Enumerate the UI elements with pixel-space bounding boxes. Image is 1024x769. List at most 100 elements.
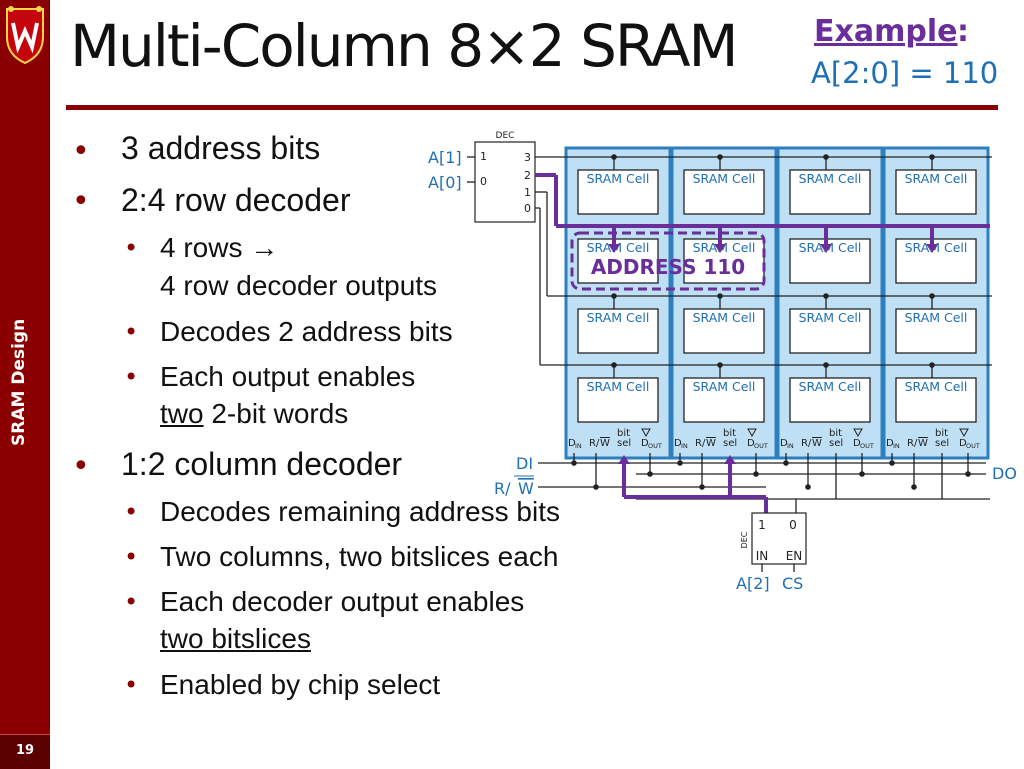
column-dout-label: D <box>641 438 649 449</box>
tristate-triangle <box>641 428 651 438</box>
sram-cell <box>789 169 871 215</box>
column-din-label: D <box>780 438 788 449</box>
column-din-sub: IN <box>681 442 688 450</box>
column-dout-sub: OUT <box>860 442 874 450</box>
row-decoder-output-1: 1 <box>524 186 531 199</box>
page-number-box <box>0 734 50 769</box>
column-decoder-in-label: IN <box>756 549 769 563</box>
column-bit-label: bit <box>829 428 842 439</box>
sram-cell-label: SRAM Cell <box>587 379 650 394</box>
page-number: 19 <box>15 743 35 758</box>
rw-label: R/ <box>494 479 511 498</box>
sram-cell <box>789 377 871 423</box>
address-highlight-label: ADDRESS 110 <box>591 255 745 279</box>
column-decoder-en-label: EN <box>786 549 803 563</box>
highlight-bitsel-arrow-2 <box>724 455 736 464</box>
column-din-label: D <box>568 438 576 449</box>
sram-cell-label: SRAM Cell <box>905 240 968 255</box>
sram-cell <box>683 377 765 423</box>
di-junction <box>571 460 577 466</box>
column-bit-label: bit <box>723 428 736 439</box>
example-label: Example <box>814 14 958 49</box>
di-label: DI <box>516 454 533 473</box>
di-junction <box>677 460 683 466</box>
column-bit-label: bit <box>935 428 948 439</box>
column-din-sub: IN <box>893 442 900 450</box>
column-dout-label: D <box>747 438 755 449</box>
di-junction <box>783 460 789 466</box>
rw-label-bar: W <box>518 479 534 498</box>
wordline-junction <box>717 293 723 299</box>
wordline-junction <box>823 362 829 368</box>
highlight-arrow <box>608 244 620 253</box>
do-junction <box>647 471 653 477</box>
address-highlight-box <box>570 231 766 291</box>
sram-cell <box>895 377 977 423</box>
sram-cell <box>789 238 871 284</box>
sram-cell <box>895 169 977 215</box>
university-crest-logo <box>6 6 44 65</box>
column-decoder-output-1: 1 <box>758 518 766 532</box>
column-dout-label: D <box>959 438 967 449</box>
sram-cell <box>895 308 977 354</box>
sram-cell <box>683 169 765 215</box>
highlight-arrow <box>820 244 832 253</box>
row-decoder-output-3: 3 <box>524 151 531 164</box>
column-dout-label: D <box>853 438 861 449</box>
column-dout-sub: OUT <box>754 442 768 450</box>
sram-cell-label: SRAM Cell <box>693 171 756 186</box>
tristate-triangle <box>959 428 969 438</box>
example-colon: : <box>957 14 969 49</box>
wordline-junction <box>611 293 617 299</box>
row-decoder-label: DEC <box>496 131 515 141</box>
column-bit-label: bit <box>617 428 630 439</box>
slide-title: Multi-Column 8×2 SRAM <box>70 12 739 80</box>
column-din-sub: IN <box>575 442 582 450</box>
wordline-junction <box>611 362 617 368</box>
column-din-label: D <box>886 438 894 449</box>
sram-cell-label: SRAM Cell <box>693 379 756 394</box>
sram-cell-label: SRAM Cell <box>799 240 862 255</box>
column-sel-label: sel <box>935 438 949 449</box>
column-sel-label: sel <box>829 438 843 449</box>
sram-cell-label: SRAM Cell <box>587 171 650 186</box>
sram-cell-label: SRAM Cell <box>799 310 862 325</box>
sidebar <box>0 0 50 768</box>
highlight-arrow <box>926 244 938 253</box>
sram-cell <box>577 308 659 354</box>
column-din-sub: IN <box>787 442 794 450</box>
column-rw-label: R/ <box>695 438 706 449</box>
column-sel-label: sel <box>617 438 631 449</box>
column-rw-bar: W <box>812 438 822 449</box>
sram-cell-label: SRAM Cell <box>905 310 968 325</box>
column-rw-bar: W <box>600 438 610 449</box>
rw-junction <box>911 484 917 490</box>
sram-cell <box>683 308 765 354</box>
column-dout-sub: OUT <box>648 442 662 450</box>
di-junction <box>889 460 895 466</box>
wordline-junction <box>929 362 935 368</box>
column-rw-label: R/ <box>801 438 812 449</box>
row-decoder-box <box>474 141 536 223</box>
column-dout-sub: OUT <box>966 442 980 450</box>
tristate-triangle <box>747 428 757 438</box>
sram-cell-label: SRAM Cell <box>905 379 968 394</box>
row-decoder-output-2: 2 <box>524 169 531 182</box>
sram-cell-label: SRAM Cell <box>799 171 862 186</box>
row-decoder-input-1: 1 <box>480 150 487 163</box>
wordline-junction <box>717 362 723 368</box>
row-decoder-output-0: 0 <box>524 202 531 215</box>
sram-cell-label: SRAM Cell <box>905 171 968 186</box>
column-rw-label: R/ <box>907 438 918 449</box>
column-decoder-label: DEC <box>740 531 749 548</box>
rw-junction <box>805 484 811 490</box>
sram-cell <box>789 308 871 354</box>
rw-junction <box>593 484 599 490</box>
sram-cell-label: SRAM Cell <box>587 310 650 325</box>
title-rule <box>66 105 998 110</box>
sram-cell-label: SRAM Cell <box>587 240 650 255</box>
highlight-bitsel-arrow-1 <box>618 455 630 464</box>
row-decoder-input-0: 0 <box>480 175 487 188</box>
wordline-junction <box>717 154 723 160</box>
